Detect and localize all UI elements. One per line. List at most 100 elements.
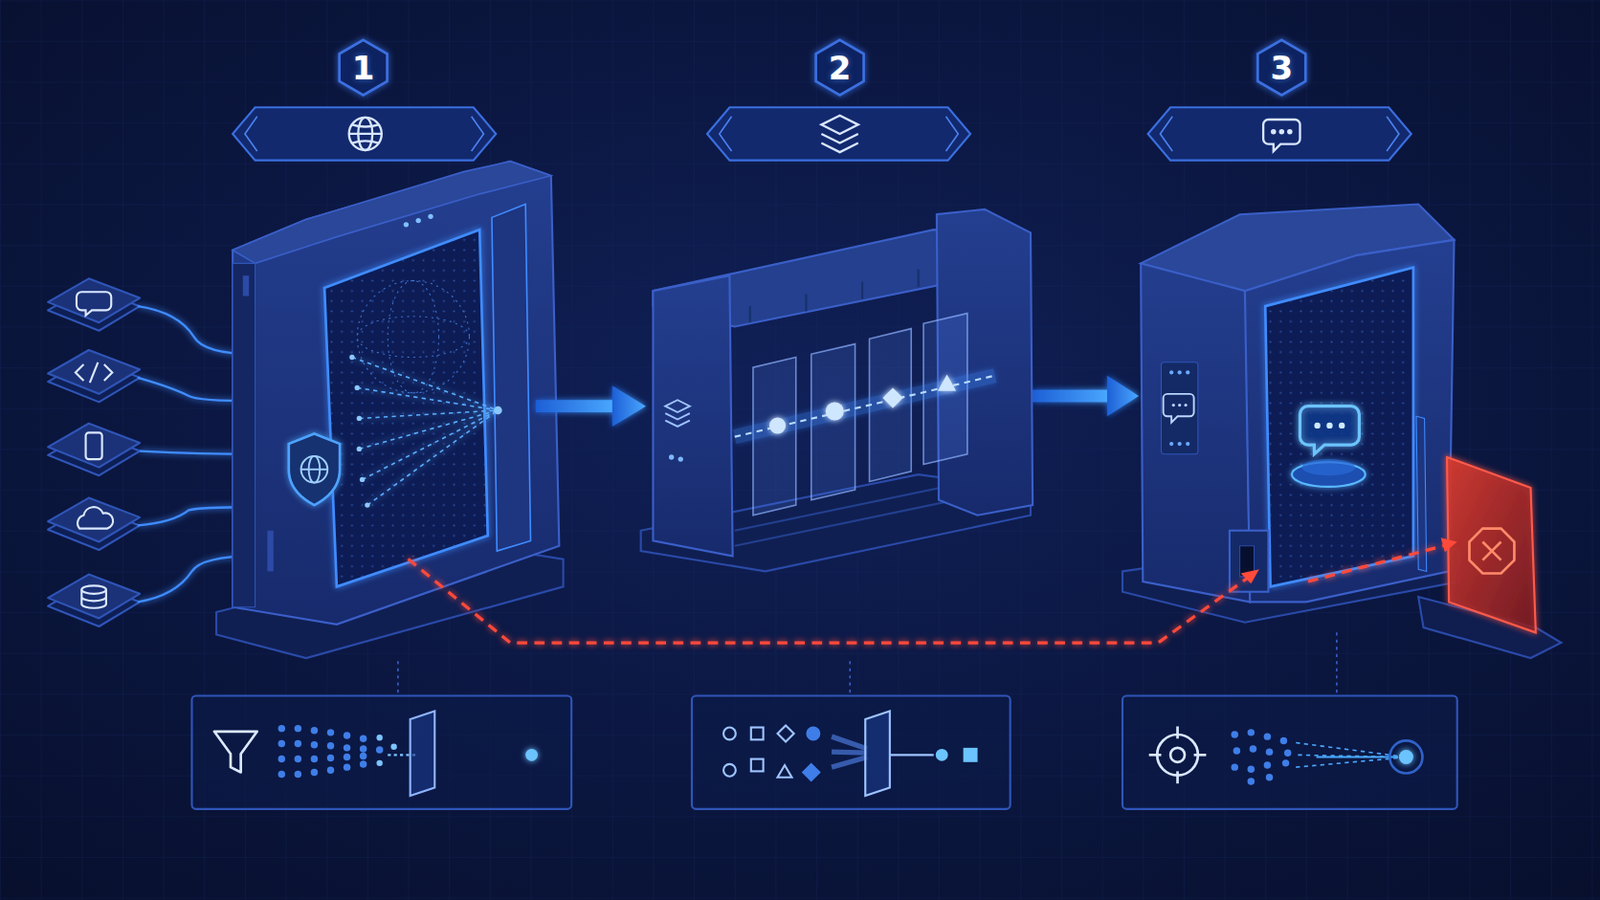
filter-detail bbox=[359, 745, 367, 753]
transform-detail bbox=[777, 765, 793, 778]
response-gate bbox=[1177, 403, 1181, 407]
transform-gate bbox=[937, 375, 956, 392]
response-gate bbox=[1177, 370, 1182, 375]
target-detail bbox=[1231, 729, 1292, 786]
transform-detail bbox=[831, 736, 867, 750]
flow-arrow bbox=[535, 400, 615, 413]
target-detail bbox=[1389, 740, 1423, 774]
target-detail bbox=[1316, 755, 1399, 758]
response-gate bbox=[1169, 370, 1174, 375]
transform-gate bbox=[769, 375, 956, 435]
banner-icons bbox=[821, 133, 858, 144]
transform-gate bbox=[917, 269, 920, 288]
response-gate bbox=[1326, 422, 1333, 429]
input-tiles bbox=[76, 291, 112, 316]
response-gate bbox=[1302, 459, 1356, 476]
reject-arrowhead bbox=[1241, 569, 1260, 584]
leader-line bbox=[398, 632, 1337, 694]
step-badges bbox=[816, 40, 865, 96]
input-tiles bbox=[47, 423, 140, 468]
ingest-gate bbox=[403, 222, 409, 227]
target-detail bbox=[1247, 766, 1255, 774]
transform-gate bbox=[668, 454, 684, 462]
transform-gate bbox=[665, 421, 690, 427]
response-gate bbox=[1169, 370, 1190, 446]
filter-detail bbox=[327, 767, 334, 775]
target-detail bbox=[1399, 750, 1414, 765]
banner-icons bbox=[1280, 130, 1284, 134]
target-detail bbox=[1295, 758, 1399, 769]
target-detail bbox=[1156, 734, 1199, 777]
transform-detail bbox=[865, 711, 890, 797]
filter-detail bbox=[448, 754, 527, 757]
callout-number: 3 bbox=[1269, 51, 1293, 85]
ingest-gate bbox=[216, 161, 564, 659]
target-detail bbox=[1149, 726, 1207, 784]
ingest-gate bbox=[416, 218, 422, 223]
step-banners bbox=[232, 107, 496, 160]
filter-detail bbox=[359, 760, 367, 768]
step-banners bbox=[719, 116, 733, 152]
ingest-gate bbox=[491, 204, 532, 553]
transform-gate bbox=[749, 306, 752, 323]
banner-icons bbox=[349, 133, 382, 135]
ingest-gate bbox=[232, 161, 559, 625]
response-gate bbox=[1172, 403, 1176, 407]
transform-gate bbox=[665, 400, 690, 413]
transform-detail bbox=[831, 752, 867, 754]
target-detail bbox=[1282, 759, 1289, 767]
transform-detail bbox=[935, 749, 949, 762]
response-gate bbox=[1177, 442, 1182, 446]
filter-detail bbox=[327, 755, 334, 762]
step-banners bbox=[1386, 116, 1400, 152]
ingest-gate bbox=[356, 387, 498, 410]
filter-detail bbox=[294, 740, 302, 748]
step-banners bbox=[707, 107, 971, 160]
target-detail bbox=[1284, 749, 1291, 756]
transform-gate bbox=[825, 401, 845, 421]
target-detail bbox=[1176, 771, 1179, 784]
filter-detail bbox=[343, 763, 351, 771]
reject-arrowhead bbox=[1441, 537, 1458, 553]
flow-arrow bbox=[1032, 390, 1110, 403]
filter-detail bbox=[410, 711, 436, 797]
ingest-gate bbox=[349, 355, 355, 360]
reject-panel bbox=[1482, 541, 1501, 560]
target-detail bbox=[1266, 748, 1273, 756]
input-tiles bbox=[104, 364, 113, 381]
ingest-gate bbox=[493, 406, 503, 416]
filter-detail bbox=[359, 753, 367, 760]
detail-panels bbox=[691, 695, 1011, 809]
ingest-gate bbox=[355, 385, 360, 391]
transform-gate bbox=[665, 400, 690, 427]
input-tiles bbox=[47, 575, 140, 620]
ingest-gate bbox=[356, 446, 362, 452]
input-tiles bbox=[47, 278, 140, 323]
reject-arrowhead bbox=[1241, 537, 1458, 584]
target-detail bbox=[1233, 747, 1241, 755]
ingest-gate bbox=[301, 456, 329, 484]
target-detail bbox=[1170, 748, 1185, 763]
callout-number: 2 bbox=[828, 51, 852, 85]
filter-detail bbox=[294, 771, 302, 778]
transform-gate bbox=[641, 209, 1033, 573]
ingest-gate bbox=[243, 275, 274, 572]
response-gate bbox=[1313, 422, 1320, 429]
filter-detail bbox=[214, 711, 538, 797]
filter-detail bbox=[376, 734, 382, 741]
banner-icons bbox=[352, 124, 379, 143]
filter-detail bbox=[311, 769, 318, 777]
reject-panel bbox=[1446, 457, 1536, 633]
ingest-gate bbox=[352, 356, 498, 506]
filter-detail bbox=[294, 755, 302, 763]
transform-detail bbox=[831, 736, 867, 768]
ingest-gate bbox=[352, 356, 498, 410]
transform-gate bbox=[861, 282, 864, 300]
step-badges bbox=[339, 40, 1307, 96]
input-tiles bbox=[47, 278, 259, 627]
ingest-gate bbox=[364, 502, 370, 508]
transform-gate bbox=[734, 376, 996, 438]
filter-detail bbox=[278, 725, 384, 778]
